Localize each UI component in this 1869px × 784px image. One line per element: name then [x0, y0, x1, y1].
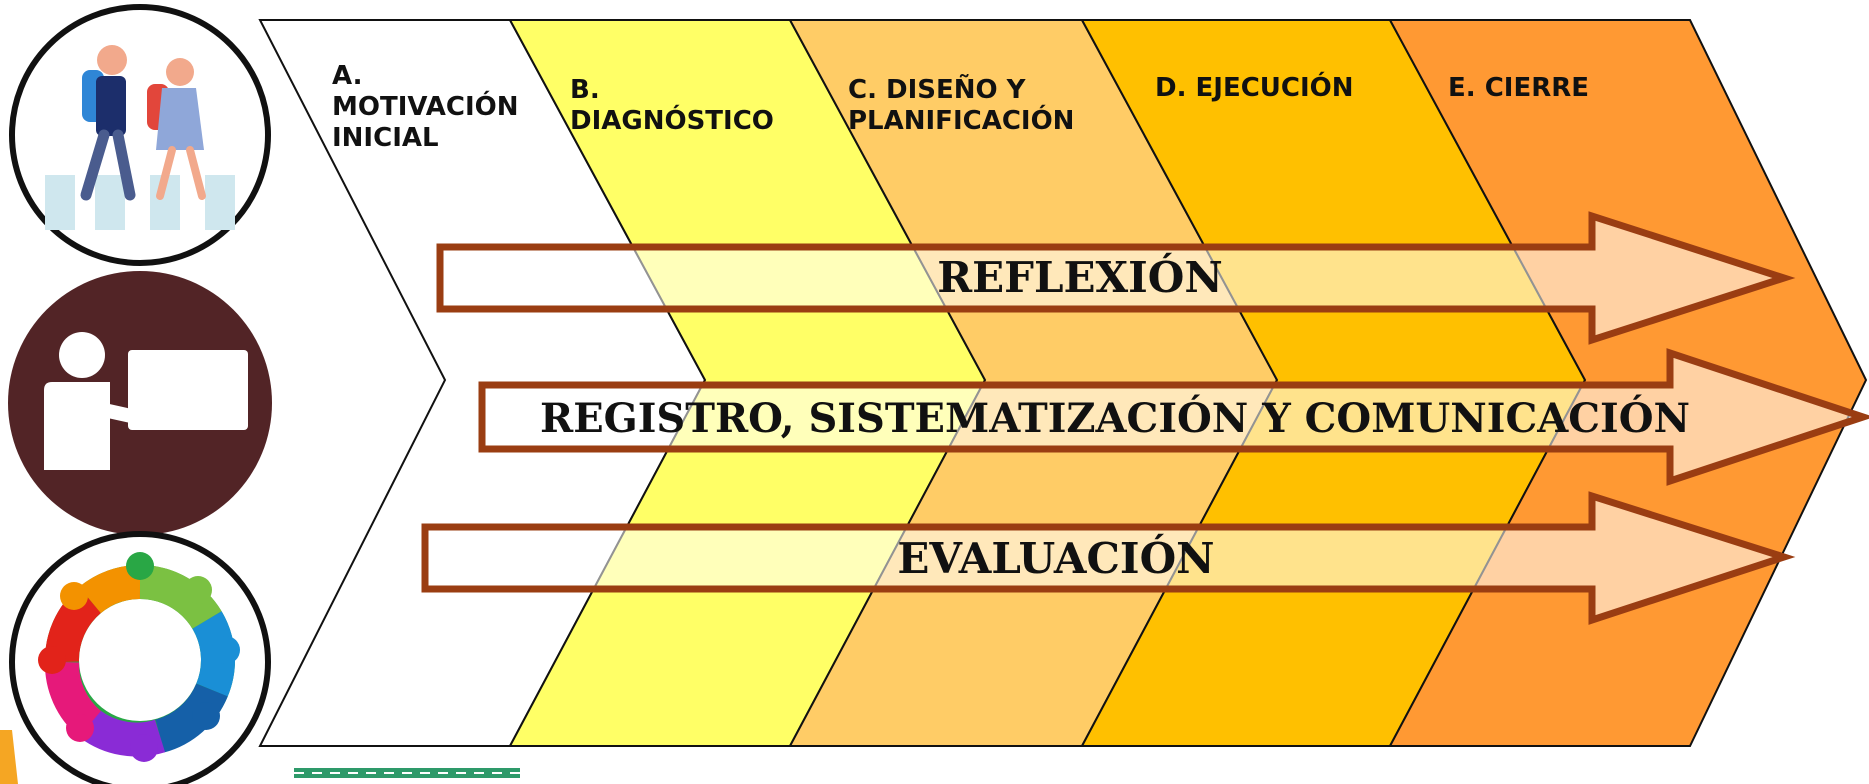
arrow-label-registro: REGISTRO, SISTEMATIZACIÓN Y COMUNICACIÓN [540, 395, 1690, 442]
phase-e-line-1: E. CIERRE [1448, 73, 1589, 103]
phase-a-line-2: MOTIVACIÓN [332, 90, 518, 122]
phase-a-line-3: INICIAL [332, 123, 439, 153]
arrow-label-reflexion: REFLEXIÓN [937, 252, 1223, 302]
phase-d-line-1: D. EJECUCIÓN [1155, 71, 1354, 103]
phase-c-line-2: PLANIFICACIÓN [848, 104, 1074, 136]
phase-label-a: A. MOTIVACIÓN INICIAL [332, 61, 528, 153]
phase-b-line-2: DIAGNÓSTICO [570, 104, 774, 136]
arrow-registro [478, 348, 1869, 486]
arrow-reflexion [436, 211, 1796, 345]
teacher-whiteboard-icon [8, 271, 272, 535]
process-arrows: REFLEXIÓN REGISTRO, SISTEMATIZACIÓN Y CO… [421, 211, 1869, 625]
teamwork-circle-icon [9, 531, 271, 784]
phase-a-line-1: A. [332, 61, 362, 91]
corner-accent-shape [0, 730, 18, 784]
arrow-label-evaluacion: EVALUACIÓN [897, 533, 1214, 583]
phase-c-line-1: C. DISEÑO Y [848, 73, 1027, 105]
phase-b-line-1: B. [570, 75, 600, 105]
phase-label-b: B. DIAGNÓSTICO [570, 75, 774, 136]
phase-label-c: C. DISEÑO Y PLANIFICACIÓN [848, 73, 1074, 136]
arrow-evaluacion [421, 491, 1796, 625]
phase-label-e: E. CIERRE [1448, 73, 1589, 103]
phase-labels: A. MOTIVACIÓN INICIAL B. DIAGNÓSTICO C. … [332, 61, 1589, 153]
phase-label-d: D. EJECUCIÓN [1155, 71, 1354, 103]
students-walking-icon [9, 4, 271, 266]
